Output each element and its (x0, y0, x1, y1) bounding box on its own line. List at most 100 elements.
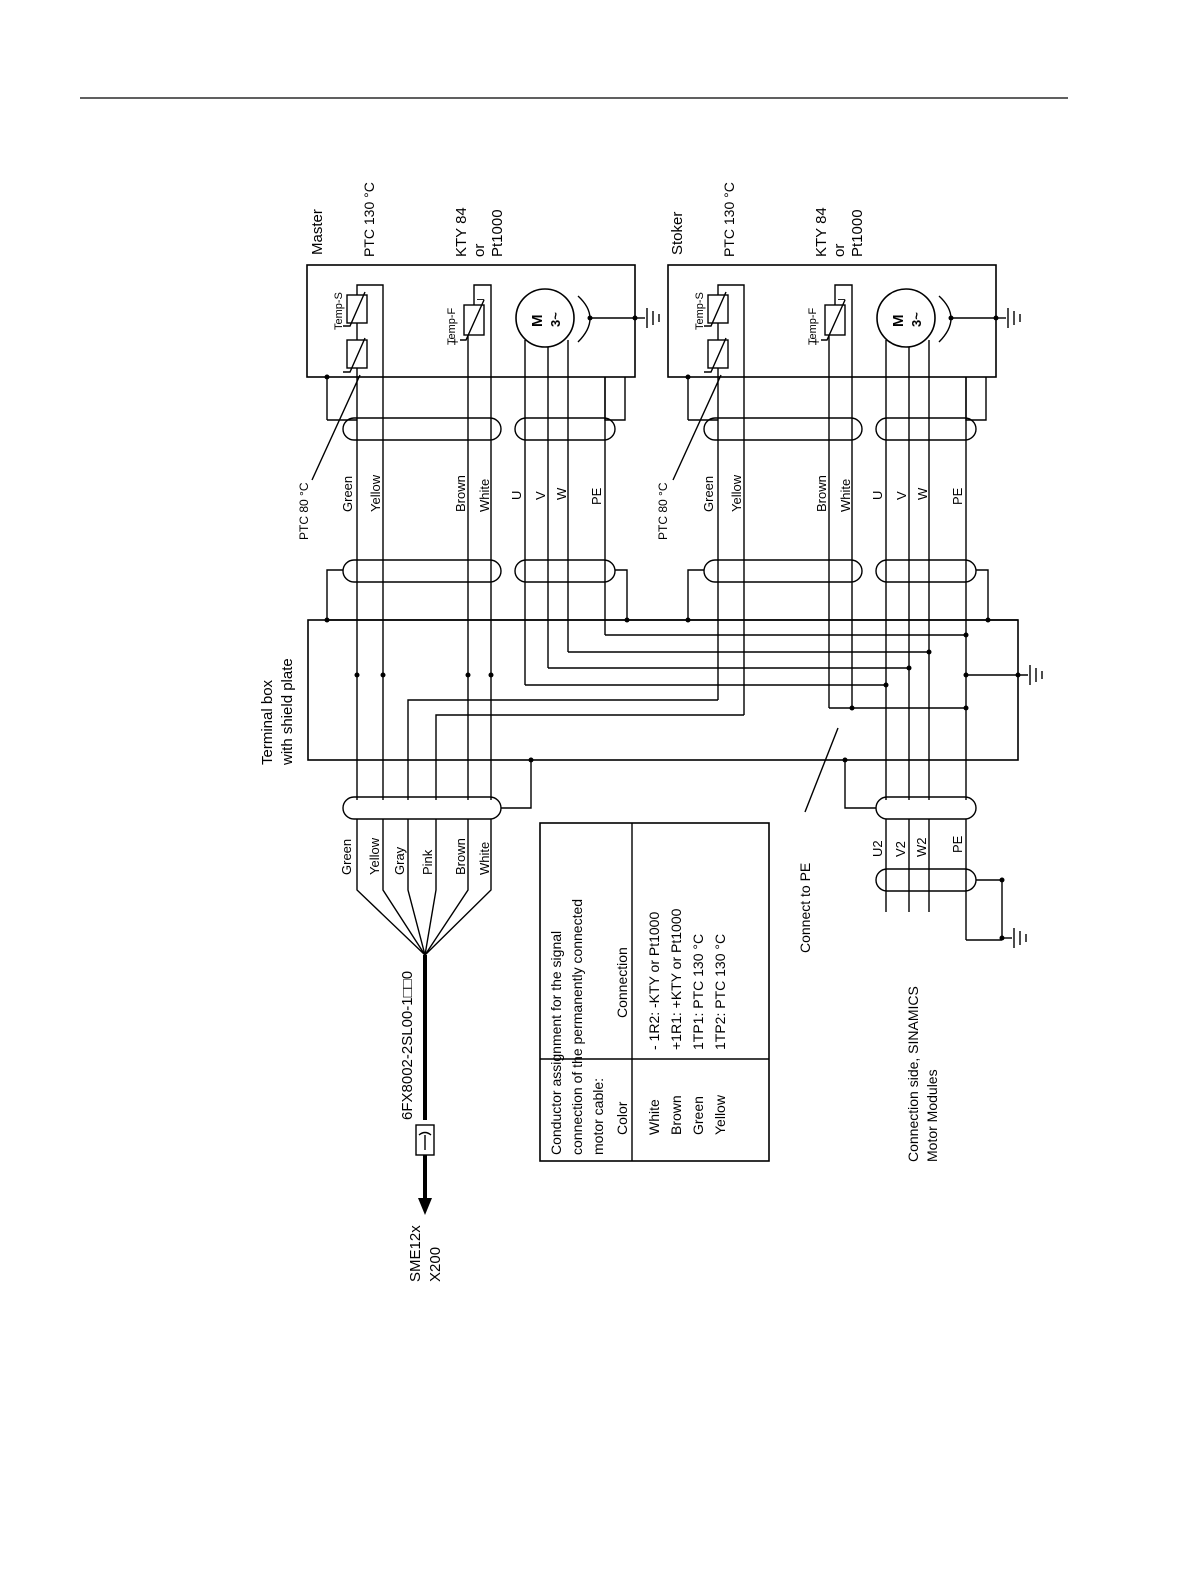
master-kty-minus: – (477, 291, 485, 306)
table-row-connection: +1R1: +KTY or Pt1000 (668, 908, 684, 1050)
master-signal-shield-1 (342, 417, 502, 441)
signal-cable: Green Yellow Gray Pink Brown White 6FX80… (339, 796, 502, 1282)
master-signal-shield-2 (342, 559, 502, 583)
master-ptc80-label: PTC 80 °C (297, 482, 311, 540)
stoker-temp-f-label: Temp-F (807, 307, 819, 345)
signal-wire-white-label: White (477, 842, 492, 875)
master-power-shield-2 (514, 559, 616, 583)
stoker-wire-white-label: White (838, 479, 853, 512)
stoker-wire-u-label: U (870, 491, 885, 500)
power-cable-shield-2 (875, 868, 977, 892)
master-ptc130-label: PTC 130 °C (361, 182, 377, 257)
signal-wire-brown-label: Brown (453, 838, 468, 875)
stoker-kty-line1: KTY 84 (813, 207, 830, 257)
stoker-kty-line3: Pt1000 (849, 209, 866, 257)
power-cable-shield-1 (875, 796, 977, 820)
signal-wire-green-label: Green (339, 839, 354, 875)
stoker-ptc80-resistor (707, 339, 729, 369)
master-kty-resistor (463, 304, 485, 336)
master-wire-u-label: U (509, 491, 524, 500)
table-row-color: Green (690, 1096, 706, 1135)
sme-line2: X200 (427, 1247, 444, 1282)
stoker-power-shield-1 (875, 417, 977, 441)
table-row-color: White (646, 1099, 662, 1135)
signal-wire-gray-label: Gray (392, 846, 407, 875)
power-wire-w2-label: W2 (914, 838, 929, 858)
stoker-signal-shield-1 (703, 417, 863, 441)
master-kty-line3: Pt1000 (489, 209, 506, 257)
sme-line1: SME12x (407, 1225, 424, 1282)
master-wire-brown-label: Brown (453, 475, 468, 512)
master-wire-w-label: W (554, 487, 569, 500)
master-kty-line2: or (471, 244, 488, 257)
table-header-connection: Connection (614, 947, 630, 1018)
power-connection-side: Connect to PE U2 V2 W2 PE Connection sid… (797, 727, 1027, 1162)
table-row-color: Yellow (712, 1094, 728, 1135)
stoker-unit: Stoker PTC 130 °C KTY 84 or Pt1000 Temp-… (656, 182, 1021, 800)
power-wire-pe-label: PE (950, 835, 965, 853)
master-unit: Master PTC 130 °C KTY 84 or Pt1000 Temp-… (297, 182, 660, 685)
stoker-wire-green-label: Green (701, 476, 716, 512)
terminal-box-line1: Terminal box (259, 679, 276, 765)
table-header-color: Color (614, 1101, 630, 1135)
master-kty-line1: KTY 84 (453, 207, 470, 257)
master-temp-s-label: Temp-S (333, 292, 345, 330)
stoker-motor-phase: 3~ (909, 312, 924, 327)
master-wire-pe-label: PE (589, 487, 604, 505)
stoker-signal-shield-2 (703, 559, 863, 583)
table-row-color: Brown (668, 1095, 684, 1135)
terminal-box: Terminal box with shield plate (259, 617, 1043, 809)
master-ptc80-resistor (346, 339, 368, 369)
master-cable-wires (356, 377, 606, 685)
signal-cable-part-number: 6FX8002-2SL00-1□□0 (399, 971, 416, 1120)
connect-to-pe-label: Connect to PE (797, 863, 813, 953)
stoker-cable-wires (717, 377, 967, 800)
conductor-assignment-table: Conductor assignment for the signal conn… (539, 822, 770, 1162)
table-title-line1: Conductor assignment for the signal (548, 931, 564, 1155)
stoker-wire-brown-label: Brown (814, 475, 829, 512)
stoker-kty-plus: + (812, 334, 820, 349)
stoker-wire-yellow-label: Yellow (729, 474, 744, 512)
master-wire-yellow-label: Yellow (368, 474, 383, 512)
table-row-connection: 1TP1: PTC 130 °C (690, 934, 706, 1050)
master-motor-box (306, 264, 636, 378)
stoker-kty-minus: – (838, 291, 846, 306)
power-wire-v2-label: V2 (893, 841, 908, 857)
table-title-line2: connection of the permanently connected (569, 899, 585, 1155)
signal-cable-shield (342, 796, 502, 820)
master-motor-m: M (529, 315, 546, 328)
stoker-kty-line2: or (831, 244, 848, 257)
master-wire-v-label: V (533, 491, 548, 500)
master-label: Master (309, 209, 326, 255)
stoker-power-shield-2 (875, 559, 977, 583)
stoker-motor-box (667, 264, 997, 378)
connection-side-line2: Motor Modules (924, 1069, 940, 1162)
stoker-ptc80-label: PTC 80 °C (656, 482, 670, 540)
power-wire-u2-label: U2 (870, 840, 885, 857)
master-motor-phase: 3~ (548, 312, 563, 327)
master-wire-white-label: White (477, 479, 492, 512)
stoker-motor-symbol (876, 288, 936, 348)
stoker-wire-pe-label: PE (950, 487, 965, 505)
stoker-kty-resistor (824, 304, 846, 336)
stoker-temp-s-label: Temp-S (694, 292, 706, 330)
stoker-label: Stoker (669, 212, 686, 255)
master-power-shield-1 (514, 417, 616, 441)
signal-wire-yellow-label: Yellow (367, 837, 382, 875)
master-kty-plus: + (451, 334, 459, 349)
master-temp-f-label: Temp-F (446, 307, 458, 345)
stoker-wire-w-label: W (915, 487, 930, 500)
signal-arrow-icon (418, 1198, 432, 1215)
table-title-line3: motor cable: (590, 1078, 606, 1155)
table-row-connection: 1TP2: PTC 130 °C (712, 934, 728, 1050)
table-row-connection: - 1R2: -KTY or Pt1000 (646, 912, 662, 1050)
signal-wire-pink-label: Pink (420, 849, 435, 875)
master-wire-green-label: Green (340, 476, 355, 512)
stoker-wire-v-label: V (894, 491, 909, 500)
terminal-box-frame (307, 619, 1019, 761)
terminal-box-line2: with shield plate (279, 658, 296, 766)
master-motor-symbol (515, 288, 575, 348)
connection-side-line1: Connection side, SINAMICS (905, 986, 921, 1162)
